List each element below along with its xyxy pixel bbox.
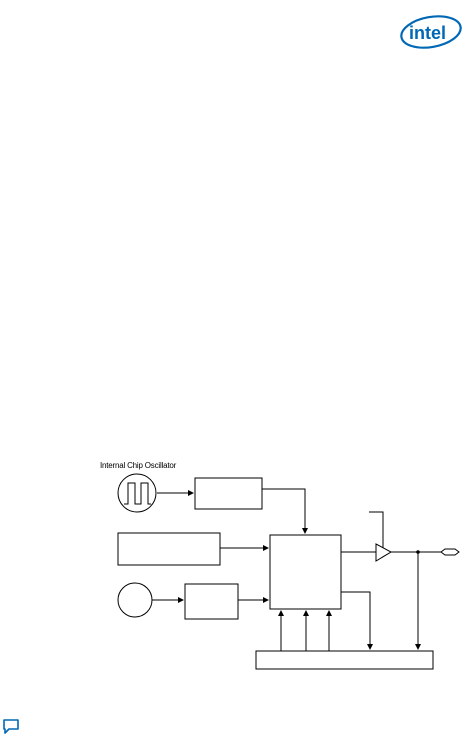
block-wide <box>117 532 221 566</box>
block-lower <box>184 583 239 620</box>
block-center <box>269 534 342 610</box>
center-to-bar <box>341 591 373 650</box>
block-top <box>194 477 263 510</box>
block-diagram <box>117 473 460 670</box>
buffer-enable-line <box>369 511 384 548</box>
block-top-to-center <box>262 488 308 534</box>
svg-text:intel: intel <box>409 23 446 43</box>
source-circle <box>117 582 153 618</box>
block-bottom-bar <box>255 650 434 670</box>
output-pin <box>440 548 460 556</box>
oscillator-label: Internal Chip Oscillator <box>100 461 177 470</box>
intel-logo: intel <box>400 15 462 49</box>
feedback-icon[interactable] <box>2 718 20 736</box>
oscillator-symbol <box>117 473 157 513</box>
